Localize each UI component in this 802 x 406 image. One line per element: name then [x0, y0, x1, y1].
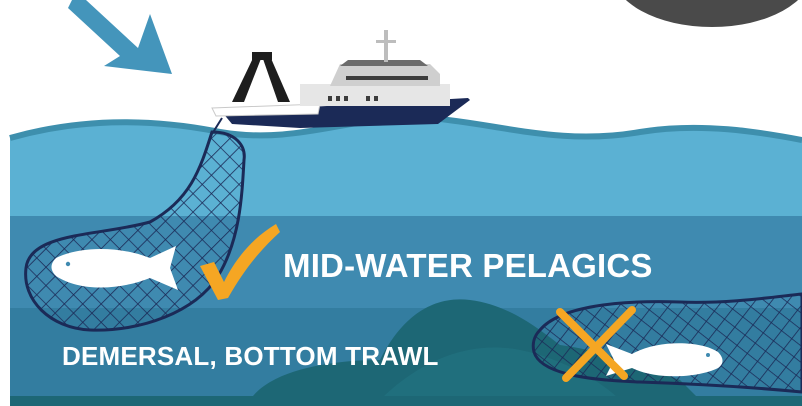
bottom-trawl-net: [531, 292, 802, 394]
cross-icon: [556, 306, 636, 382]
demersal-bottom-trawl-label: DEMERSAL, BOTTOM TRAWL: [62, 341, 439, 371]
checkmark-icon: [200, 224, 280, 300]
fish-icon: [51, 246, 178, 290]
arrow-down-right-icon: [68, 0, 172, 74]
fish-icon: [606, 343, 723, 377]
surface-water: [10, 117, 802, 216]
trawler-ship-icon: [211, 30, 470, 128]
dark-circle: [625, 0, 799, 27]
mid-water-pelagics-label: MID-WATER PELAGICS: [283, 247, 653, 284]
